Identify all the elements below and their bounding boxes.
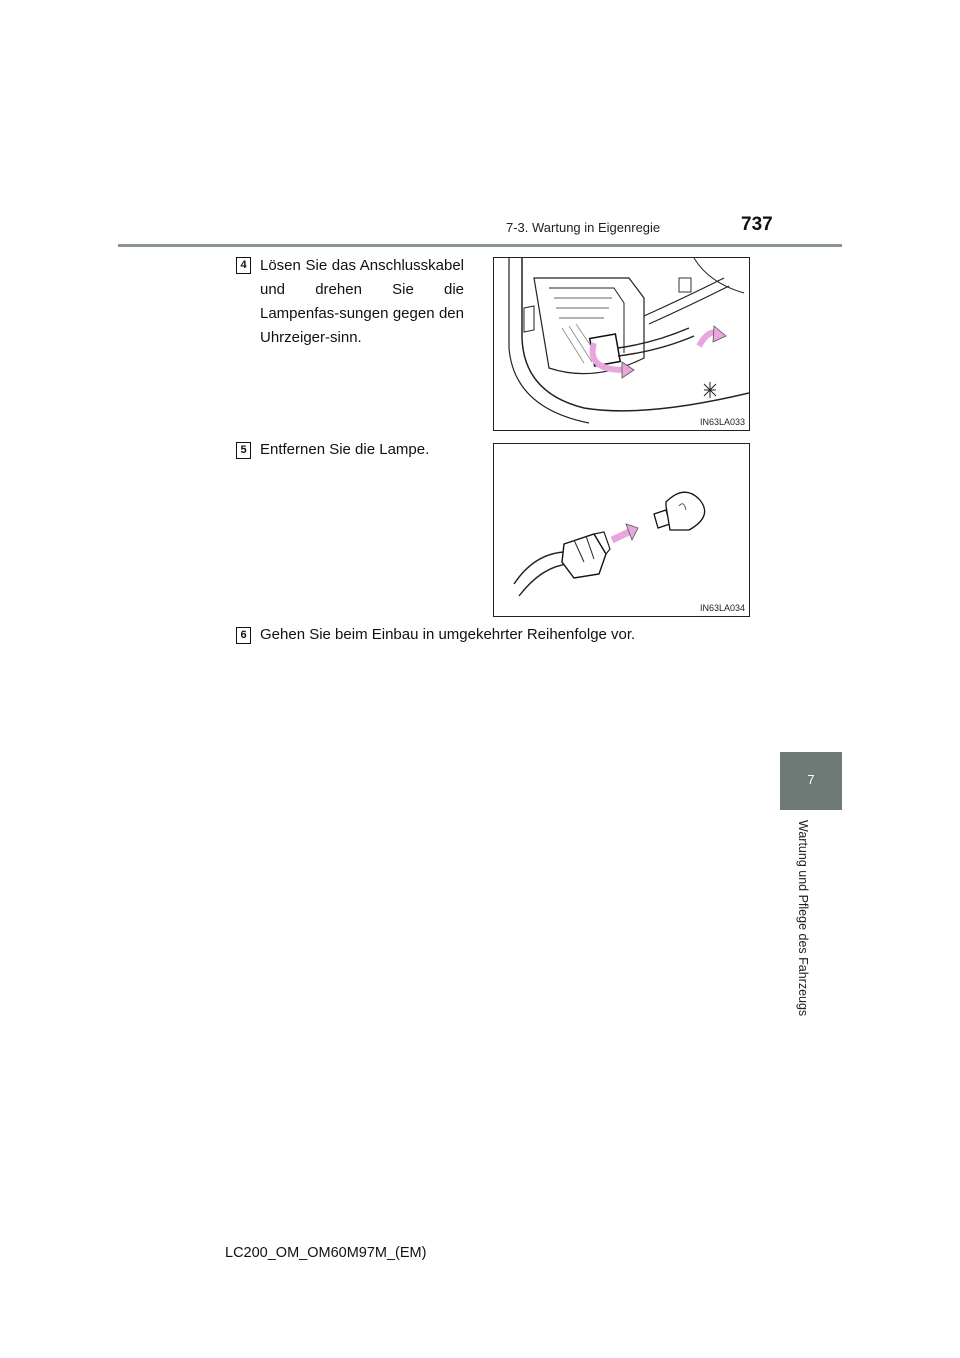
- step-number-5: 5: [236, 442, 251, 459]
- step-text-6: Gehen Sie beim Einbau in umgekehrter Rei…: [260, 626, 636, 643]
- lamp-socket-illustration: [508, 257, 750, 424]
- chapter-title: Wartung und Pflege des Fahrzeugs: [796, 820, 810, 1017]
- header-divider: [118, 244, 842, 247]
- figure-unplug-connector: IN63LA033: [493, 257, 750, 431]
- chapter-tab: [780, 752, 842, 810]
- figure-code: IN63LA033: [699, 417, 745, 427]
- step-text-5: Entfernen Sie die Lampe.: [260, 441, 430, 458]
- section-title: 7-3. Wartung in Eigenregie: [506, 220, 661, 235]
- step-number-6: 6: [236, 627, 251, 644]
- figure-code: IN63LA034: [699, 603, 745, 613]
- chapter-number: 7: [807, 772, 815, 787]
- step-text-4: Lösen Sie das Anschlusskabel und drehen …: [260, 257, 464, 346]
- page-number: 737: [741, 214, 773, 235]
- figure-remove-bulb: IN63LA034: [493, 443, 750, 617]
- step-number-4: 4: [236, 257, 251, 274]
- bulb-illustration: [513, 491, 706, 597]
- document-code: LC200_OM_OM60M97M_(EM): [225, 1245, 427, 1261]
